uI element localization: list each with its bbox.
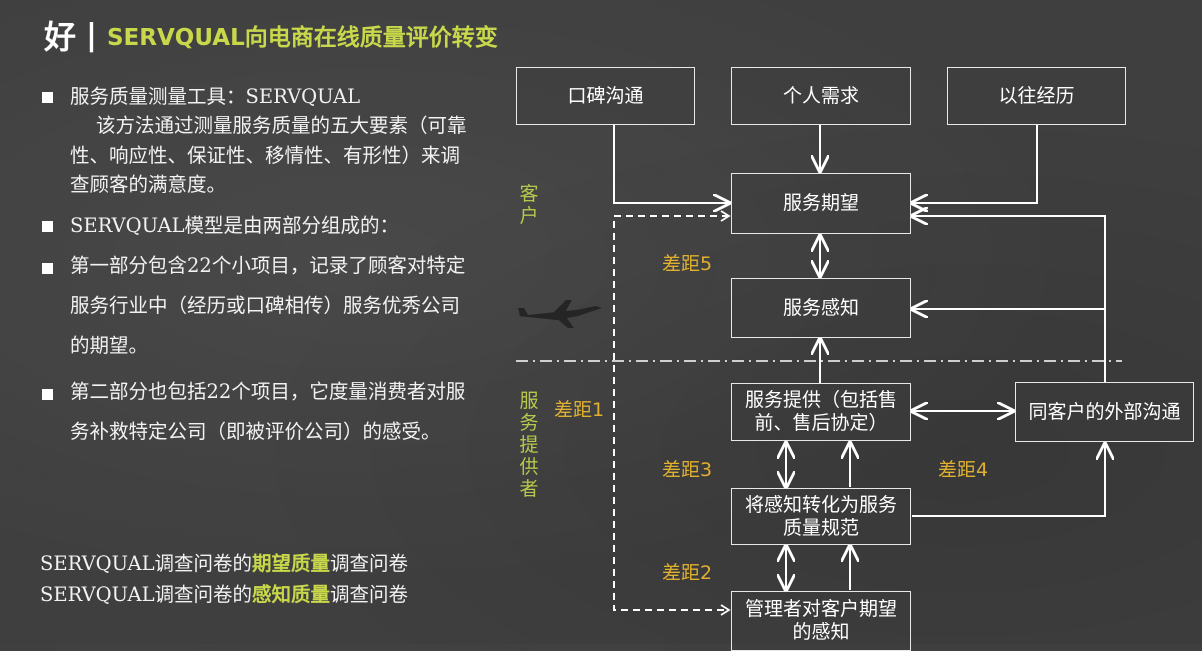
box-word-of-mouth: 口碑沟通 <box>516 67 695 125</box>
box-external-communication: 同客户的外部沟通 <box>1015 382 1194 442</box>
arrow-past-to-expected <box>912 124 1038 203</box>
header: 好 | SERVQUAL向电商在线质量评价转变 <box>44 10 498 60</box>
questionnaire-perceived-line: SERVQUAL调查问卷的感知质量调查问卷 <box>40 579 408 610</box>
questionnaire-expected-line: SERVQUAL调查问卷的期望质量调查问卷 <box>40 548 408 579</box>
line2-prefix: SERVQUAL调查问卷的 <box>40 583 253 606</box>
p3-text: 第一部分包含22个小项目，记录了顾客对特定服务行业中（经历或口碑相传）服务优秀公… <box>70 254 466 358</box>
line2-highlight: 感知质量 <box>252 583 331 606</box>
box-personal-needs: 个人需求 <box>731 67 911 125</box>
gap4-label: 差距4 <box>938 459 989 481</box>
questionnaire-lines: SERVQUAL调查问卷的期望质量调查问卷 SERVQUAL调查问卷的感知质量调… <box>40 548 408 610</box>
bullet-square-icon <box>42 263 53 275</box>
header-logo-char: 好 <box>44 18 77 56</box>
box-perceived-service: 服务感知 <box>731 278 911 338</box>
box-expected-service: 服务期望 <box>731 173 911 234</box>
bullet-square-icon <box>42 92 53 103</box>
bullet-model-two-parts: SERVQUAL模型是由两部分组成的： <box>40 211 470 240</box>
p4-text: 第二部分也包括22个项目，它度量消费者对服务补救特定公司（即被评价公司）的感受。 <box>70 380 466 444</box>
bullet-servqual-tool: 服务质量测量工具：SERVQUAL 该方法通过测量服务质量的五大要素（可靠性、响… <box>40 82 470 199</box>
left-text-panel: 服务质量测量工具：SERVQUAL 该方法通过测量服务质量的五大要素（可靠性、响… <box>40 82 470 452</box>
side-label-provider: 服务提供者 <box>519 390 539 500</box>
header-separator: | <box>86 17 97 53</box>
arrow-external-to-expected <box>912 216 1106 382</box>
side-label-customer: 客户 <box>519 183 539 227</box>
bullet-part-two: 第二部分也包括22个项目，它度量消费者对服务补救特定公司（即被评价公司）的感受。 <box>40 372 470 452</box>
gap1-label: 差距1 <box>554 399 605 421</box>
airplane-icon <box>518 300 602 328</box>
p1-body-text: 该方法通过测量服务质量的五大要素（可靠性、响应性、保证性、移情性、有形性）来调查… <box>70 114 467 196</box>
bullet-square-icon <box>42 221 53 232</box>
p1-body: 该方法通过测量服务质量的五大要素（可靠性、响应性、保证性、移情性、有形性）来调查… <box>40 114 467 196</box>
p1-head: 服务质量测量工具：SERVQUAL <box>70 85 361 108</box>
box-past-experience: 以往经历 <box>947 67 1126 125</box>
line2-suffix: 调查问卷 <box>330 583 409 606</box>
line1-suffix: 调查问卷 <box>330 552 409 575</box>
gap2-label: 差距2 <box>662 562 713 584</box>
box-perception-to-spec: 将感知转化为服务质量规范 <box>731 488 911 545</box>
gap3-label: 差距3 <box>662 459 713 481</box>
page-title: SERVQUAL向电商在线质量评价转变 <box>106 25 498 51</box>
gap5-label: 差距5 <box>662 253 713 275</box>
p2-text: SERVQUAL模型是由两部分组成的： <box>70 214 400 237</box>
bullet-square-icon <box>42 389 53 401</box>
line1-prefix: SERVQUAL调查问卷的 <box>40 552 253 575</box>
box-service-delivery: 服务提供（包括售前、售后协定） <box>731 383 911 441</box>
box-management-perception: 管理者对客户期望的感知 <box>731 591 911 651</box>
arrow-wom-to-expected <box>613 124 729 203</box>
line1-highlight: 期望质量 <box>252 552 331 575</box>
bullet-part-one: 第一部分包含22个小项目，记录了顾客对特定服务行业中（经历或口碑相传）服务优秀公… <box>40 246 470 366</box>
